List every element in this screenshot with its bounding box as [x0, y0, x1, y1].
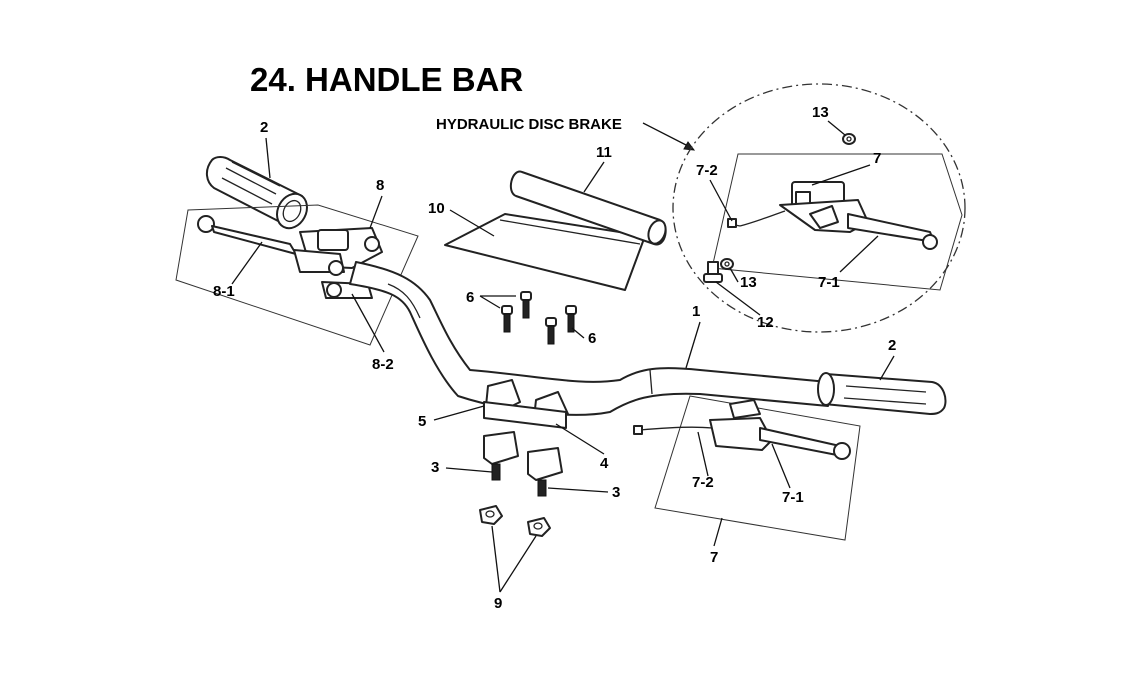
callout-8-2: 8-2: [372, 356, 394, 373]
callout-7-1-detail: 7-1: [818, 274, 840, 291]
callout-11: 11: [596, 144, 612, 161]
frame-7: [654, 395, 861, 541]
callout-2-right: 2: [888, 337, 896, 354]
right-lever-assembly: [633, 399, 851, 460]
callout-10: 10: [428, 200, 445, 217]
callout-9: 9: [494, 595, 502, 612]
left-lever-assembly: [197, 215, 383, 299]
callout-6-right: 6: [588, 330, 596, 347]
callout-12: 12: [757, 314, 774, 331]
leader-1: [685, 321, 701, 369]
callout-4: 4: [600, 455, 609, 472]
leader-9: [491, 525, 537, 593]
hydraulic-disc-brake-label: HYDRAULIC DISC BRAKE: [436, 116, 622, 133]
callout-13-mid: 13: [740, 274, 757, 291]
callout-7-2-detail: 7-2: [696, 162, 718, 179]
bar-pad-sheet: [444, 213, 646, 291]
leader-6-left: [479, 295, 516, 309]
leader-13-mid: [729, 267, 739, 283]
leader-8: [369, 195, 383, 229]
callout-3-left: 3: [431, 459, 439, 476]
hydraulic-label-leader: [642, 122, 689, 147]
hydraulic-label-arrow: [683, 141, 696, 151]
leader-13-top: [827, 120, 846, 136]
nuts-9: [479, 505, 551, 537]
leader-3-right: [547, 487, 609, 493]
left-grip: [206, 156, 308, 230]
callout-7-detail: 7: [873, 150, 881, 167]
detail-circle: [672, 83, 966, 333]
detail-master-cylinder: [727, 181, 938, 250]
callout-13-top: 13: [812, 104, 829, 121]
leader-7-2-bottom: [697, 431, 709, 477]
leader-10: [449, 209, 495, 237]
leader-7-2-detail: [709, 179, 733, 222]
right-grip: [817, 372, 947, 415]
leader-3-left: [445, 467, 493, 473]
leader-7-detail: [811, 164, 871, 186]
leader-6-right: [571, 327, 585, 339]
callout-8: 8: [376, 177, 384, 194]
callout-3-right: 3: [612, 484, 620, 501]
callout-7-2-bottom: 7-2: [692, 474, 714, 491]
leader-2-left: [265, 137, 271, 179]
callout-1: 1: [692, 303, 700, 320]
detail-washer-mid: [720, 258, 734, 270]
callout-2-left: 2: [260, 119, 268, 136]
leader-8-2: [351, 293, 385, 353]
leader-7-1-detail: [839, 235, 879, 273]
leader-7-1-bottom: [771, 443, 791, 489]
callout-5: 5: [418, 413, 426, 430]
leader-7-bottom: [713, 517, 723, 547]
handlebar-clamp: [483, 379, 569, 429]
callout-7-bottom: 7: [710, 549, 718, 566]
leader-2-right: [879, 355, 895, 381]
detail-bolt-12: [703, 261, 723, 283]
leader-4: [555, 423, 605, 455]
diagram-title: 24. HANDLE BAR: [250, 61, 523, 98]
leader-5: [433, 405, 485, 421]
leader-8-1: [231, 241, 263, 285]
callout-6-left: 6: [466, 289, 474, 306]
risers-3: [483, 431, 563, 497]
bar-pad-tube: [509, 170, 667, 246]
bolts-6: [501, 291, 577, 345]
detail-frame-7: [711, 153, 963, 291]
detail-washer-top: [842, 133, 856, 145]
callout-7-1-bottom: 7-1: [782, 489, 804, 506]
callout-8-1: 8-1: [213, 283, 235, 300]
leader-11: [583, 161, 605, 193]
leader-12: [715, 281, 761, 316]
